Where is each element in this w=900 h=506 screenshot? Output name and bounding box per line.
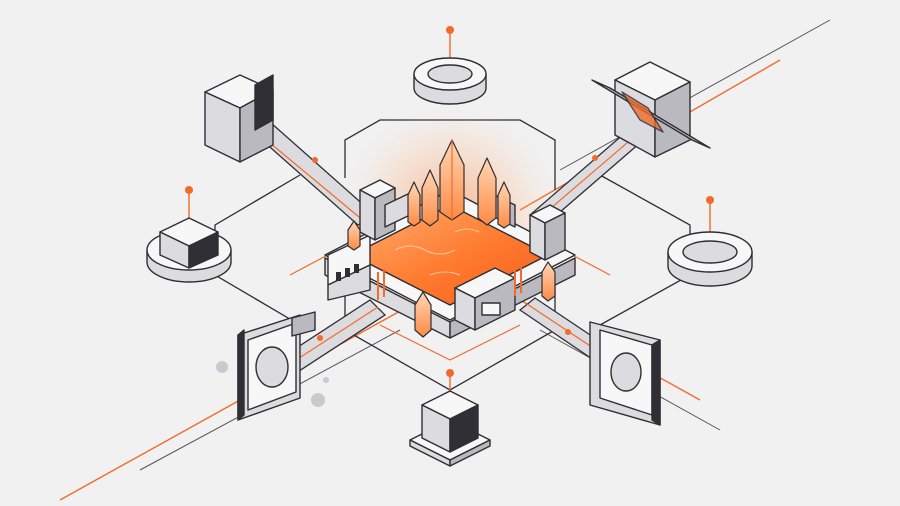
cube-block-icon <box>204 74 274 163</box>
cube-on-plate-icon <box>409 369 491 467</box>
crystal-spires <box>347 139 556 338</box>
prism-block-icon <box>591 61 711 158</box>
ring-node-top-icon <box>413 26 487 105</box>
decorative-dots <box>216 361 329 407</box>
gate-frame-right-icon <box>589 321 661 426</box>
ring-node-right-icon <box>667 196 753 287</box>
gate-frame-left-icon <box>237 311 316 421</box>
cube-on-disc-icon <box>146 186 232 283</box>
pipe-node-dots <box>312 155 598 341</box>
